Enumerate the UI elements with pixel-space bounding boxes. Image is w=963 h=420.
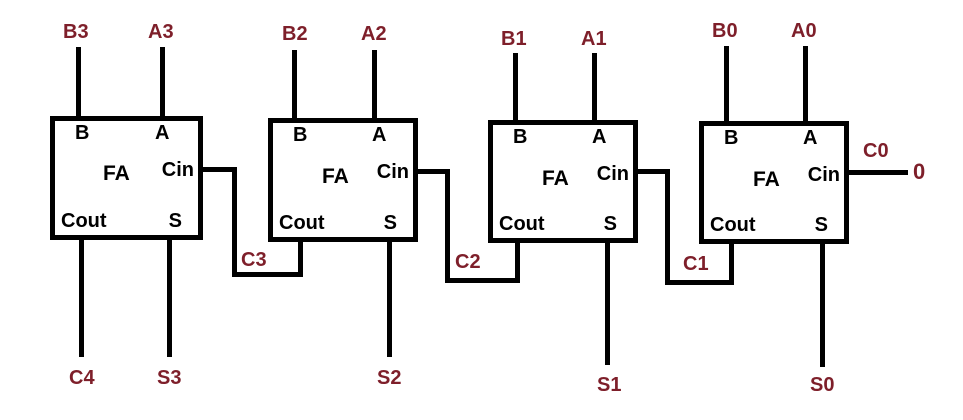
wire-input-b2 xyxy=(292,50,297,119)
wire-output-s0 xyxy=(820,243,825,367)
input-label-a0: A0 xyxy=(791,20,817,42)
fa0-port-a: A xyxy=(803,127,818,149)
fa-box-bit2: B A FA Cin Cout S xyxy=(268,118,418,242)
wire-output-s3 xyxy=(167,239,172,357)
input-label-b2: B2 xyxy=(282,23,308,45)
fa2-port-b: B xyxy=(293,124,308,146)
wire-input-a1 xyxy=(592,53,597,121)
fa1-port-s: S xyxy=(603,213,617,235)
input-label-a2: A2 xyxy=(361,23,387,45)
fa2-port-a: A xyxy=(372,124,387,146)
fa1-port-b: B xyxy=(513,126,528,148)
fa0-label: FA xyxy=(753,168,780,191)
fa0-port-cin: Cin xyxy=(807,164,840,186)
input-label-a3: A3 xyxy=(148,21,174,43)
fa1-port-cin: Cin xyxy=(596,163,629,185)
wire-c3-from-cin xyxy=(203,167,237,172)
wire-c0-input xyxy=(849,170,908,175)
wire-c3-down xyxy=(232,167,237,277)
output-label-s2: S2 xyxy=(377,367,402,389)
fa1-port-a: A xyxy=(592,126,607,148)
output-label-c4: C4 xyxy=(69,367,95,389)
fa-box-bit0: B A FA Cin Cout S xyxy=(699,121,849,244)
wire-c2-down xyxy=(445,169,450,283)
fa-box-bit3: B A FA Cin Cout S xyxy=(50,116,203,240)
wire-output-c4 xyxy=(79,239,84,357)
fa0-port-cout: Cout xyxy=(710,214,756,236)
wire-c2-from-cin xyxy=(418,169,450,174)
fa1-label: FA xyxy=(542,167,569,190)
wire-c1-from-cin xyxy=(638,169,670,174)
wire-input-b3 xyxy=(76,47,81,117)
wire-input-a2 xyxy=(372,50,377,119)
fa2-port-cout: Cout xyxy=(279,212,325,234)
wire-c2-up-to-cout xyxy=(515,241,520,283)
fa3-port-cin: Cin xyxy=(161,159,194,181)
fa3-port-cout: Cout xyxy=(61,210,107,232)
wire-input-a3 xyxy=(160,47,165,117)
wire-input-b0 xyxy=(724,46,729,121)
fa3-port-b: B xyxy=(75,122,90,144)
carry-label-c0: C0 xyxy=(863,140,889,162)
wire-c1-down xyxy=(665,169,670,285)
wire-c1-bottom xyxy=(665,280,734,285)
input-label-a1: A1 xyxy=(581,28,607,50)
fa-box-bit1: B A FA Cin Cout S xyxy=(488,120,638,243)
fa0-port-b: B xyxy=(724,127,739,149)
carry-label-c1: C1 xyxy=(683,253,709,275)
input-label-b0: B0 xyxy=(712,20,738,42)
fa2-port-cin: Cin xyxy=(376,161,409,183)
wire-c3-up-to-cout xyxy=(298,240,303,277)
wire-output-s1 xyxy=(605,242,610,365)
fa2-port-s: S xyxy=(383,212,397,234)
input-label-b3: B3 xyxy=(63,21,89,43)
input-label-b1: B1 xyxy=(501,28,527,50)
output-label-s1: S1 xyxy=(597,374,622,396)
wire-input-a0 xyxy=(803,46,808,121)
carry-label-c3: C3 xyxy=(241,249,267,271)
output-label-s0: S0 xyxy=(810,374,835,396)
wire-c1-up-to-cout xyxy=(729,242,734,285)
wire-output-s2 xyxy=(387,241,392,357)
output-label-s3: S3 xyxy=(157,367,182,389)
fa0-port-s: S xyxy=(814,214,828,236)
wire-input-b1 xyxy=(513,53,518,121)
fa2-label: FA xyxy=(322,165,349,188)
fa3-port-s: S xyxy=(168,210,182,232)
fa1-port-cout: Cout xyxy=(499,213,545,235)
wire-c2-bottom xyxy=(445,278,520,283)
fa3-label: FA xyxy=(103,162,130,185)
carry-label-c2: C2 xyxy=(455,251,481,273)
fa3-port-a: A xyxy=(155,122,170,144)
cin-constant-zero: 0 xyxy=(913,159,926,184)
wire-c3-bottom xyxy=(232,272,303,277)
